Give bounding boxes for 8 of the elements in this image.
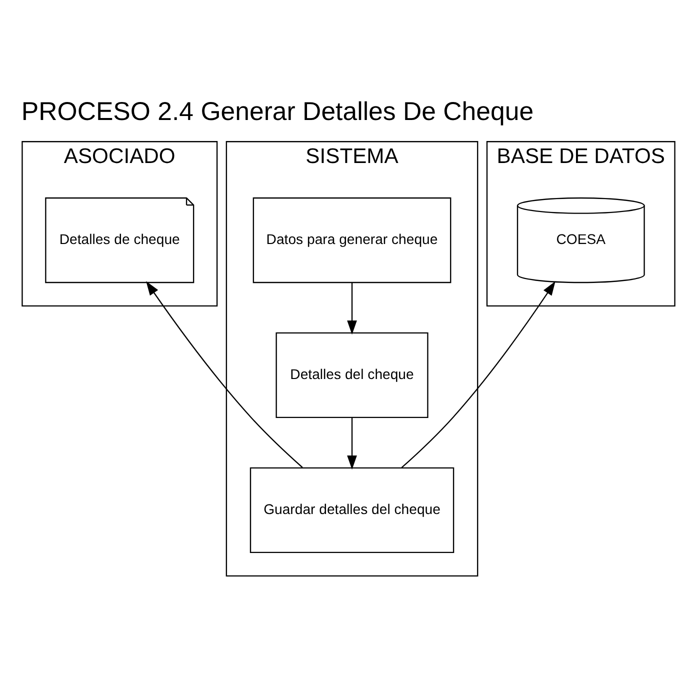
node-box: Detalles del cheque	[276, 332, 428, 418]
diagram-title: PROCESO 2.4 Generar Detalles De Cheque	[21, 98, 534, 126]
node-box: Datos para generar cheque	[252, 196, 452, 283]
arrow	[347, 282, 357, 334]
node-box: Guardar detalles del cheque	[250, 466, 454, 553]
arrow	[347, 417, 357, 470]
arrow	[401, 280, 556, 468]
arrow	[146, 280, 303, 468]
